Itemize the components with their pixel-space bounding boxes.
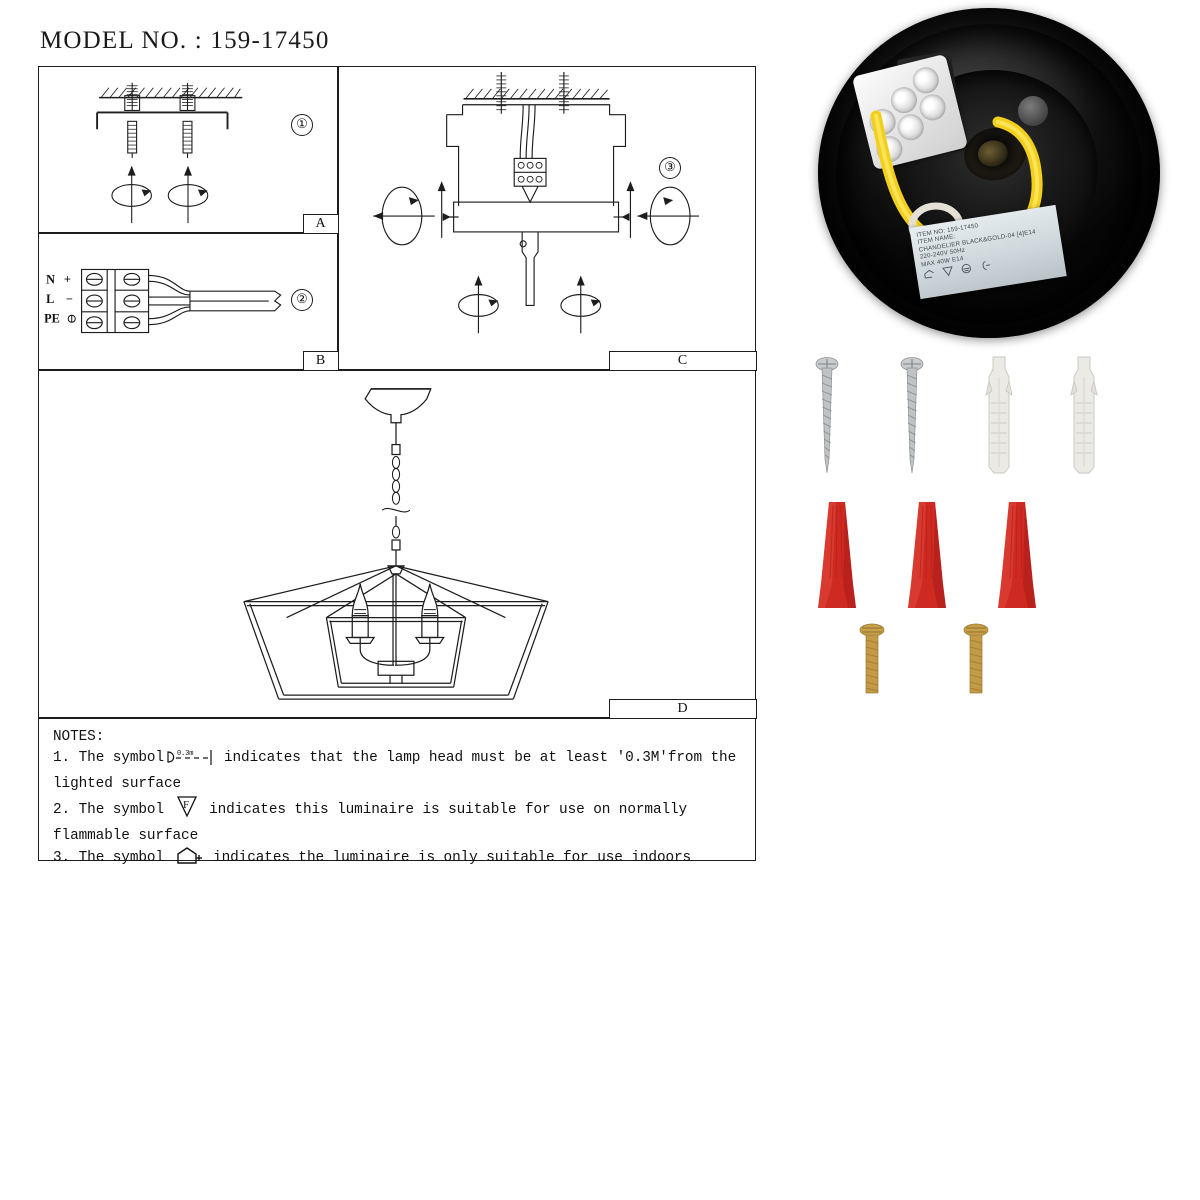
class-i-icon bbox=[924, 269, 934, 279]
house-indoor-icon bbox=[174, 846, 204, 873]
svg-text:−: − bbox=[66, 292, 73, 306]
svg-text:N: N bbox=[46, 272, 55, 286]
step-number-1: ① bbox=[291, 114, 313, 136]
panel-a-drill-anchor: ① A bbox=[38, 66, 339, 234]
panel-tag-d: D bbox=[608, 698, 757, 719]
wire-nut-2 bbox=[908, 502, 946, 608]
note-1-post: indicates that the lamp head must be at … bbox=[53, 750, 737, 792]
note-2-pre: The symbol bbox=[78, 802, 164, 819]
note-2-post: indicates this luminaire is suitable for… bbox=[53, 802, 688, 844]
min-distance-icon: 0.3m bbox=[165, 748, 223, 773]
notes-title: NOTES: bbox=[53, 729, 105, 745]
f-triangle-icon bbox=[942, 266, 953, 277]
note-3-post: indicates the luminaire is only suitable… bbox=[213, 850, 692, 867]
brass-bolt-1 bbox=[859, 623, 885, 694]
earth-icon bbox=[961, 263, 971, 274]
wall-anchor-1 bbox=[985, 356, 1013, 474]
note-item-3: 3. The symbol indicates the luminaire is… bbox=[53, 846, 745, 873]
step-number-2: ② bbox=[291, 289, 313, 311]
svg-text:PE: PE bbox=[44, 312, 60, 326]
brass-bolt-2 bbox=[963, 623, 989, 694]
indoor-icon bbox=[982, 261, 991, 270]
wall-anchor-2 bbox=[1070, 356, 1098, 474]
chandelier-drawing bbox=[243, 388, 549, 700]
note-item-2: 2. The symbol F indicates this luminaire… bbox=[53, 794, 745, 846]
product-photo-column: ITEM NO: 159-17450 ITEM NAME: CHANDELIER… bbox=[790, 0, 1190, 780]
label-icon-row bbox=[922, 249, 1058, 280]
svg-text:+: + bbox=[64, 272, 71, 286]
panel-c-drawing bbox=[373, 71, 699, 334]
svg-text:0.3m: 0.3m bbox=[177, 750, 193, 758]
plate-stamp-icon bbox=[1018, 96, 1048, 126]
ceiling-plate-photo: ITEM NO: 159-17450 ITEM NAME: CHANDELIER… bbox=[818, 8, 1160, 338]
svg-text:L: L bbox=[46, 292, 54, 306]
step-number-3: ③ bbox=[659, 157, 681, 179]
wire-nut-1 bbox=[818, 502, 856, 608]
note-3-index: 3. bbox=[53, 850, 71, 867]
note-2-index: 2. bbox=[53, 802, 71, 819]
note-1-pre: The symbol bbox=[78, 750, 164, 767]
wire-nut-3 bbox=[998, 502, 1036, 608]
page-title: MODEL NO. : 159-17450 bbox=[40, 27, 330, 54]
panel-tag-a: A bbox=[302, 213, 339, 234]
technical-diagram: ① A bbox=[38, 66, 757, 866]
product-label: ITEM NO: 159-17450 ITEM NAME: CHANDELIER… bbox=[909, 204, 1067, 300]
panel-tag-c: C bbox=[608, 350, 757, 371]
panel-b-terminal-wiring: N + L− PE ② B bbox=[38, 233, 339, 371]
panel-a-drawing bbox=[96, 82, 243, 224]
panel-b-drawing: N + L− PE bbox=[44, 268, 282, 334]
panel-c-canopy-mounting: ③ C bbox=[338, 66, 757, 371]
screw-silver-1 bbox=[815, 357, 839, 474]
panel-d-fixture-view: D bbox=[38, 370, 757, 719]
screw-silver-2 bbox=[900, 357, 924, 474]
svg-text:F: F bbox=[183, 799, 189, 811]
f-triangle-icon: F bbox=[174, 794, 200, 825]
note-3-pre: The symbol bbox=[78, 850, 164, 867]
note-1-index: 1. bbox=[53, 750, 71, 767]
panel-tag-b: B bbox=[302, 350, 339, 371]
